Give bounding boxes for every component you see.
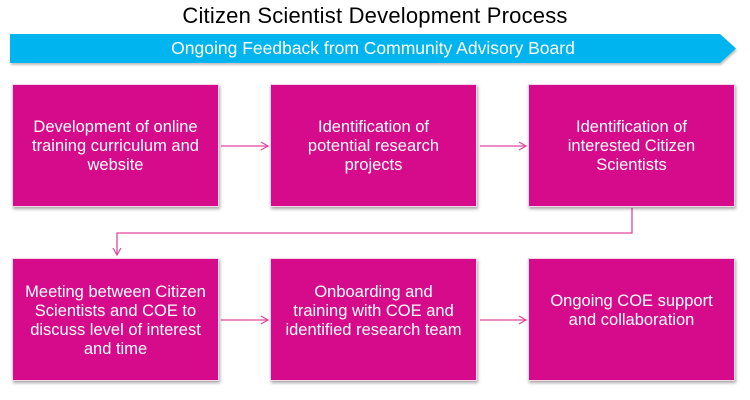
step-label: Onboarding and training with COE and ide…	[285, 283, 462, 339]
banner-arrow-shape	[10, 34, 736, 63]
step-label: Meeting between Citizen Scientists and C…	[25, 283, 206, 358]
step-label: Ongoing COE support and collaboration	[550, 292, 713, 329]
step-box-5: Onboarding and training with COE and ide…	[270, 258, 477, 381]
banner-label: Ongoing Feedback from Community Advisory…	[171, 38, 575, 58]
step-box-3: Identification of interested Citizen Sci…	[528, 84, 735, 207]
step-label: Identification of interested Citizen Sci…	[567, 118, 696, 174]
arrow-step3-to-step4	[112, 208, 633, 257]
step-box-6: Ongoing COE support and collaboration	[528, 258, 735, 381]
diagram-title: Citizen Scientist Development Process	[182, 3, 568, 28]
step-label: Development of online training curriculu…	[32, 118, 199, 174]
step-label: Identification of potential research pro…	[307, 118, 440, 174]
feedback-banner-arrow: Ongoing Feedback from Community Advisory…	[10, 34, 736, 63]
step-box-1: Development of online training curriculu…	[12, 84, 219, 207]
step-box-2: Identification of potential research pro…	[270, 84, 477, 207]
step-box-4: Meeting between Citizen Scientists and C…	[12, 258, 219, 381]
